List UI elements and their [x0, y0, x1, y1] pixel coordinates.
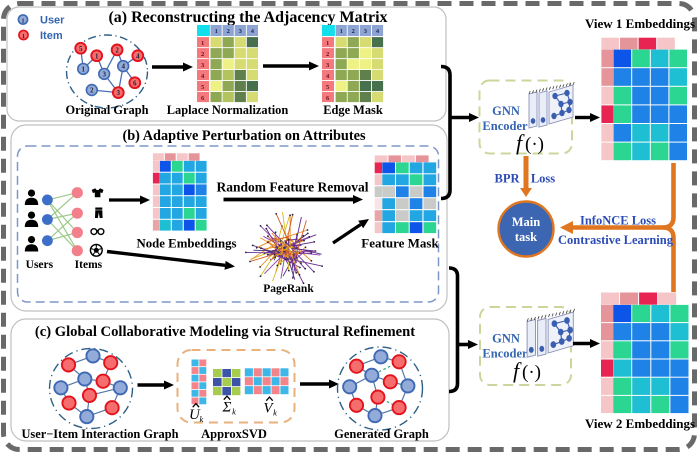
svg-text:1: 1: [326, 40, 329, 47]
svg-text:4: 4: [136, 52, 140, 60]
svg-text:1: 1: [22, 18, 25, 24]
svg-text:6: 6: [201, 95, 205, 102]
svg-text:2: 2: [115, 47, 119, 55]
svg-text:4: 4: [251, 28, 255, 35]
svg-text:Node Embeddings: Node Embeddings: [137, 237, 237, 251]
svg-text:ApproxSVD: ApproxSVD: [201, 427, 267, 441]
svg-text:U: U: [189, 407, 201, 423]
svg-text:4: 4: [121, 63, 125, 71]
svg-text:View 1 Embeddings: View 1 Embeddings: [585, 16, 695, 31]
svg-text:Feature Mask: Feature Mask: [361, 236, 439, 251]
svg-text:(a) Reconstructing the Adjacen: (a) Reconstructing the Adjacency Matrix: [108, 9, 387, 26]
svg-text:3: 3: [102, 71, 106, 79]
svg-text:k: k: [232, 407, 236, 417]
svg-text:5: 5: [326, 84, 330, 91]
svg-text:k: k: [273, 408, 277, 418]
svg-text:User−Item Interaction Graph: User−Item Interaction Graph: [21, 427, 178, 441]
svg-text:1: 1: [95, 52, 99, 60]
svg-text:1: 1: [81, 66, 85, 74]
svg-text:BPR: BPR: [495, 172, 521, 186]
svg-text:1: 1: [22, 34, 25, 40]
svg-text:Original Graph: Original Graph: [66, 103, 149, 117]
svg-text:Random Feature Removal: Random Feature Removal: [217, 180, 369, 195]
svg-text:(·): (·): [522, 362, 541, 383]
svg-text:Edge Mask: Edge Mask: [323, 103, 383, 117]
svg-text:4: 4: [326, 73, 330, 80]
svg-text:Items: Items: [75, 259, 103, 271]
svg-text:GNN: GNN: [492, 332, 520, 346]
svg-text:InfoNCE Loss: InfoNCE Loss: [580, 214, 656, 228]
svg-text:Users: Users: [26, 259, 54, 271]
svg-text:2: 2: [326, 51, 329, 58]
svg-text:f: f: [516, 130, 525, 155]
svg-text:2: 2: [201, 51, 204, 58]
svg-text:1: 1: [340, 28, 343, 35]
svg-text:Item: Item: [40, 30, 63, 42]
svg-text:(b) Adaptive Perturbation on A: (b) Adaptive Perturbation on Attributes: [122, 128, 365, 144]
svg-text:(·): (·): [525, 134, 544, 155]
svg-text:3: 3: [239, 28, 243, 35]
svg-text:3: 3: [364, 28, 368, 35]
svg-text:3: 3: [117, 89, 121, 97]
svg-text:V: V: [263, 401, 274, 417]
svg-text:1: 1: [215, 28, 218, 35]
svg-text:k: k: [200, 414, 204, 424]
svg-text:Main: Main: [512, 215, 541, 229]
svg-text:Laplace Normalization: Laplace Normalization: [167, 103, 289, 117]
svg-text:3: 3: [201, 62, 205, 69]
svg-text:1: 1: [201, 40, 204, 47]
svg-text:User: User: [40, 15, 65, 27]
svg-text:Encoder: Encoder: [482, 119, 528, 133]
svg-text:6: 6: [326, 95, 330, 102]
svg-text:2: 2: [227, 28, 230, 35]
svg-text:f: f: [513, 358, 522, 383]
svg-text:4: 4: [376, 28, 380, 35]
svg-text:task: task: [515, 230, 537, 244]
svg-text:2: 2: [90, 87, 94, 95]
svg-text:2: 2: [352, 28, 355, 35]
svg-text:Σ: Σ: [222, 400, 232, 416]
svg-text:4: 4: [201, 73, 205, 80]
svg-text:(c) Global Collaborative Model: (c) Global Collaborative Modeling via St…: [35, 324, 415, 340]
svg-text:3: 3: [326, 62, 330, 69]
svg-text:5: 5: [79, 45, 83, 53]
svg-text:Generated Graph: Generated Graph: [334, 427, 429, 441]
svg-text:5: 5: [201, 84, 205, 91]
svg-text:GNN: GNN: [492, 104, 520, 118]
svg-text:View 2 Embeddings: View 2 Embeddings: [585, 416, 695, 431]
svg-text:6: 6: [133, 79, 137, 87]
svg-text:PageRank: PageRank: [263, 283, 314, 295]
svg-text:Contrastive Learning: Contrastive Learning: [558, 233, 674, 247]
svg-text:Encoder: Encoder: [482, 347, 528, 361]
svg-text:Loss: Loss: [531, 172, 555, 186]
